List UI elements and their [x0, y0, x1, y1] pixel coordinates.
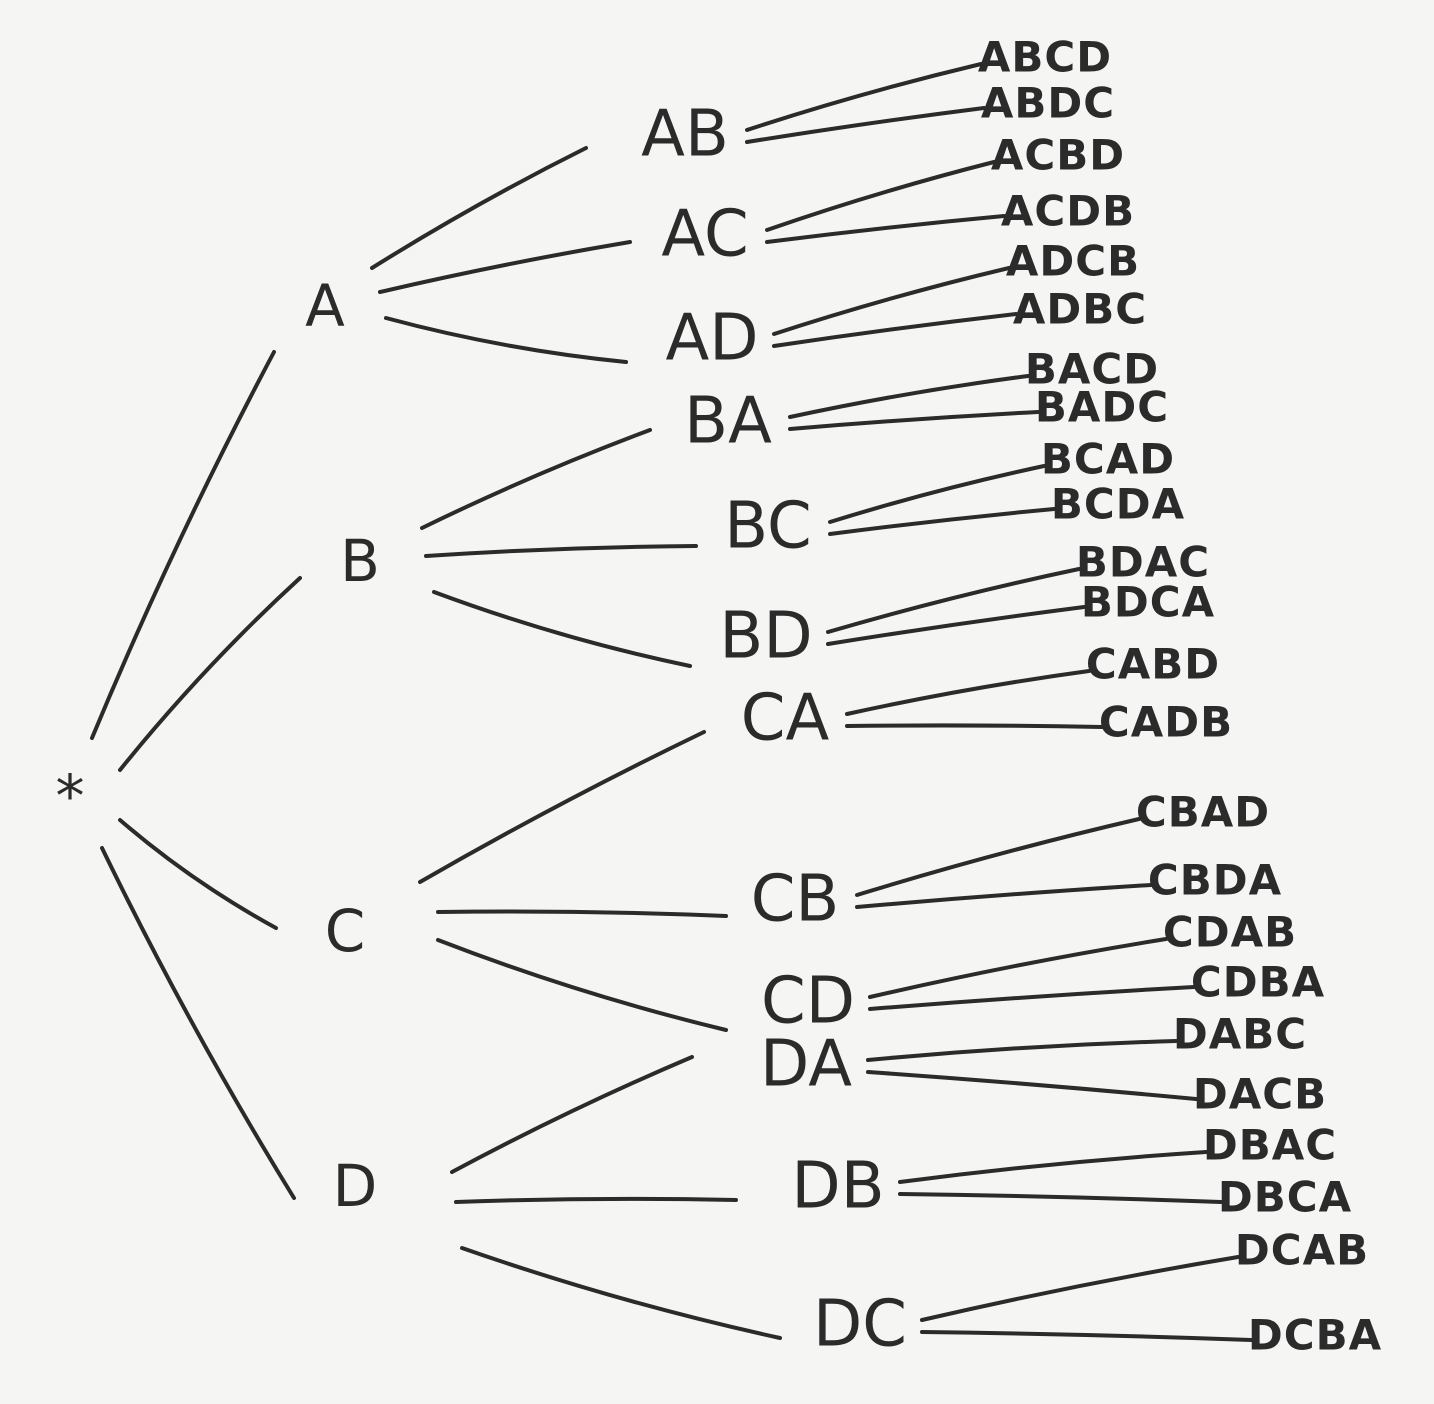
edge-cd-cdba	[868, 985, 1196, 1011]
edge-dc-dcab	[920, 1255, 1240, 1322]
edge-ad-adbc	[772, 312, 1018, 348]
edge-ba-bacd	[788, 374, 1030, 419]
node-ad: AD	[665, 302, 758, 376]
edge-root-a	[90, 350, 276, 740]
node-c: C	[325, 897, 366, 965]
edge-b-bd	[432, 590, 692, 668]
edge-d-db	[454, 1196, 738, 1204]
edge-ca-cabd	[845, 669, 1091, 716]
leaf-adcb: ADCB	[1006, 237, 1140, 286]
leaf-bcad: BCAD	[1041, 435, 1175, 484]
node-ac: AC	[661, 198, 748, 272]
leaf-cadb: CADB	[1099, 698, 1233, 747]
leaf-bdac: BDAC	[1076, 538, 1210, 587]
edge-bc-bcda	[828, 507, 1056, 536]
edge-ab-abcd	[745, 62, 983, 132]
leaf-bdca: BDCA	[1081, 578, 1215, 627]
edge-dc-dcba	[920, 1330, 1253, 1342]
node-da: DA	[760, 1028, 852, 1102]
leaf-cdab: CDAB	[1163, 908, 1297, 957]
node-ab: AB	[641, 98, 729, 172]
edge-d-da	[450, 1055, 694, 1174]
edge-da-dacb	[866, 1070, 1198, 1101]
node-dc: DC	[813, 1288, 907, 1362]
edge-bc-bcad	[828, 464, 1046, 524]
edge-ab-abdc	[745, 106, 986, 144]
edge-b-bc	[424, 544, 698, 558]
edge-ac-acbd	[765, 160, 996, 232]
leaf-dabc: DABC	[1173, 1010, 1307, 1059]
edge-db-dbac	[898, 1150, 1208, 1184]
node-ca: CA	[741, 682, 830, 756]
leaf-acbd: ACBD	[991, 131, 1125, 180]
leaf-cabd: CABD	[1086, 640, 1220, 689]
node-d: D	[333, 1152, 378, 1220]
edge-ad-adcb	[772, 266, 1011, 336]
leaf-dbac: DBAC	[1203, 1121, 1337, 1170]
leaf-cbda: CBDA	[1148, 856, 1282, 905]
node-b: B	[340, 527, 380, 595]
edge-c-cd	[436, 938, 728, 1032]
leaf-badc: BADC	[1035, 383, 1169, 432]
node-ba: BA	[684, 385, 772, 459]
edge-cb-cbad	[855, 817, 1141, 897]
edge-root-b	[118, 576, 302, 772]
node-bd: BD	[719, 600, 812, 674]
edge-d-dc	[460, 1246, 782, 1340]
edge-a-ac	[378, 240, 632, 294]
leaf-acdb: ACDB	[1001, 187, 1135, 236]
leaf-adbc: ADBC	[1013, 285, 1147, 334]
edge-b-ba	[420, 428, 652, 530]
leaf-dacb: DACB	[1193, 1070, 1327, 1119]
edge-root-c	[118, 818, 278, 930]
edge-ac-acdb	[765, 214, 1006, 244]
leaf-dcab: DCAB	[1235, 1226, 1369, 1275]
edge-cb-cbda	[855, 883, 1153, 909]
edge-a-ad	[384, 316, 628, 364]
edge-bd-bdac	[826, 567, 1081, 634]
edge-cd-cdab	[868, 937, 1168, 999]
edge-da-dabc	[866, 1039, 1178, 1062]
edge-c-ca	[418, 730, 706, 884]
node-bc: BC	[724, 490, 811, 564]
tree-edges	[90, 62, 1253, 1342]
node-cb: CB	[751, 863, 840, 937]
leaf-bcda: BCDA	[1051, 480, 1185, 529]
leaf-cdba: CDBA	[1191, 958, 1325, 1007]
node-db: DB	[791, 1150, 884, 1224]
node-a: A	[305, 272, 345, 340]
leaf-abdc: ABDC	[981, 79, 1115, 128]
leaf-abcd: ABCD	[978, 33, 1112, 82]
leaf-dbca: DBCA	[1218, 1173, 1352, 1222]
edge-ca-cadb	[845, 723, 1104, 729]
edge-ba-badc	[788, 410, 1040, 431]
edge-a-ab	[370, 146, 588, 270]
edge-c-cb	[436, 909, 728, 918]
edge-root-d	[100, 846, 296, 1200]
leaf-dcba: DCBA	[1248, 1311, 1382, 1360]
leaf-bacd: BACD	[1025, 345, 1159, 394]
edge-bd-bdca	[826, 605, 1086, 646]
node-cd: CD	[761, 965, 855, 1039]
leaf-cbad: CBAD	[1136, 788, 1270, 837]
root-node: *	[56, 762, 85, 830]
edge-db-dbca	[898, 1192, 1223, 1204]
